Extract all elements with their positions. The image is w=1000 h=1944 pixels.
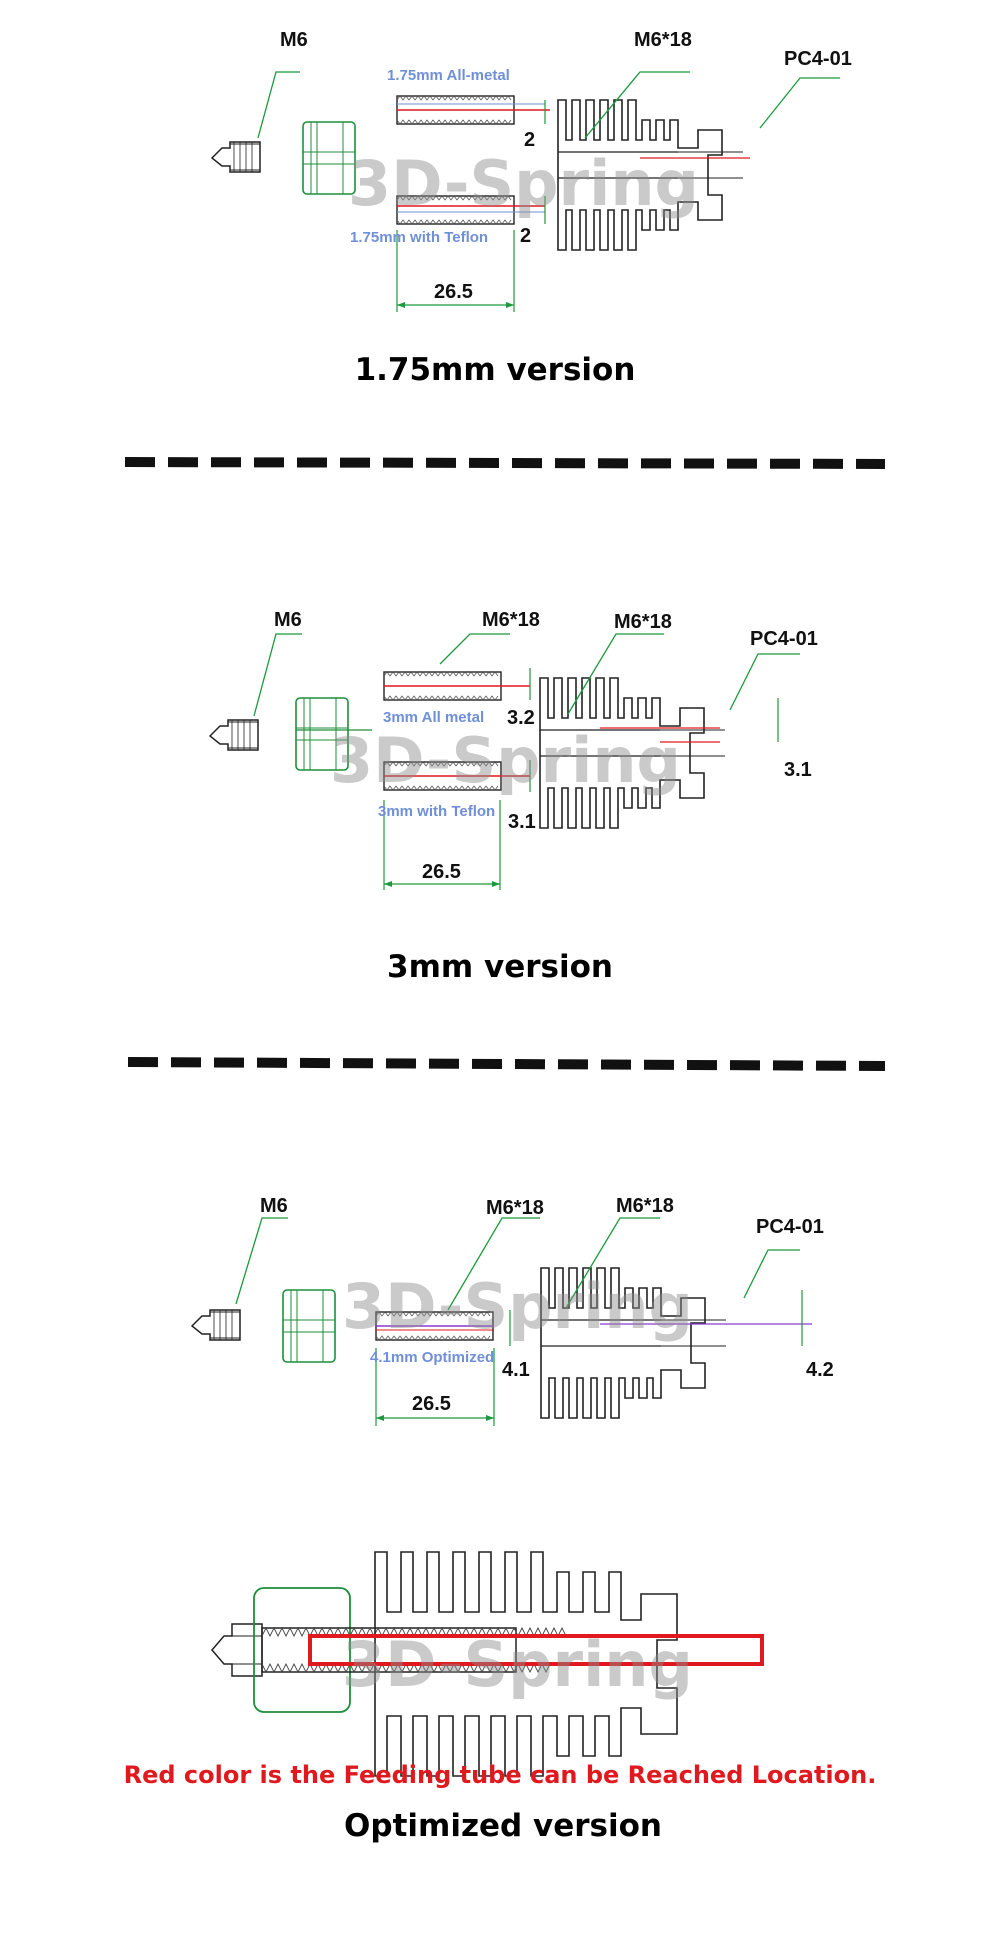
- label-throat-175: M6*18: [634, 29, 692, 51]
- label-tube-opt: M6*18: [486, 1197, 544, 1219]
- label-all-metal-175: 1.75mm All-metal: [387, 67, 510, 84]
- dim-all-metal-3mm: 3.2: [507, 707, 535, 729]
- label-teflon-3mm: 3mm with Teflon: [378, 803, 495, 820]
- label-fitting-3mm: PC4-01: [750, 628, 818, 650]
- dim-teflon-3mm: 3.1: [508, 811, 536, 833]
- feeding-tube-note: Red color is the Feeding tube can be Rea…: [124, 1761, 877, 1789]
- dim-fitting-opt: 4.2: [806, 1359, 834, 1381]
- watermark-3mm: 3D-Spring: [330, 724, 681, 797]
- watermark-opt: 3D-Spring: [342, 1270, 693, 1343]
- label-fitting-175: PC4-01: [784, 48, 852, 70]
- label-throat-3mm: M6*18: [614, 611, 672, 633]
- label-nozzle-175: M6: [280, 29, 308, 51]
- watermark-assembly: 3D-Spring: [342, 1628, 693, 1701]
- section-3mm: M6 M6*18 M6*18 PC4-01 3mm All metal 3mm …: [209, 609, 818, 985]
- dim-length-3mm: 26.5: [422, 861, 461, 883]
- dim-length-opt: 26.5: [412, 1393, 451, 1415]
- label-teflon-175: 1.75mm with Teflon: [350, 229, 488, 246]
- label-fitting-opt: PC4-01: [756, 1216, 824, 1238]
- label-tube-3mm: M6*18: [482, 609, 540, 631]
- separator-1: [124, 457, 886, 469]
- section-optimized: M6 M6*18 M6*18 PC4-01 4.1mm Optimized 4.…: [191, 1195, 834, 1426]
- separator-2: [127, 1057, 886, 1071]
- assembly-view: 3D-Spring Red color is the Feeding tube …: [124, 1551, 877, 1844]
- title-optimized: Optimized version: [344, 1808, 662, 1844]
- section-175: M6 M6*18 PC4-01 1.75mm All-metal 1.75mm …: [211, 29, 852, 388]
- label-nozzle-3mm: M6: [274, 609, 302, 631]
- dim-length-175: 26.5: [434, 281, 473, 303]
- title-3mm: 3mm version: [387, 949, 613, 985]
- assembly-heater-block: [253, 1587, 351, 1713]
- feeding-tube-reach-marker: [308, 1634, 764, 1666]
- dim-teflon-175: 2: [520, 225, 531, 247]
- dim-all-metal-175: 2: [524, 129, 535, 151]
- title-175: 1.75mm version: [355, 352, 636, 388]
- watermark-175: 3D-Spring: [348, 147, 699, 220]
- label-nozzle-opt: M6: [260, 1195, 288, 1217]
- label-optimized-opt: 4.1mm Optimized: [370, 1349, 494, 1366]
- dim-fitting-3mm: 3.1: [784, 759, 812, 781]
- dim-tube-opt: 4.1: [502, 1359, 530, 1381]
- label-all-metal-3mm: 3mm All metal: [383, 709, 484, 726]
- label-throat-opt: M6*18: [616, 1195, 674, 1217]
